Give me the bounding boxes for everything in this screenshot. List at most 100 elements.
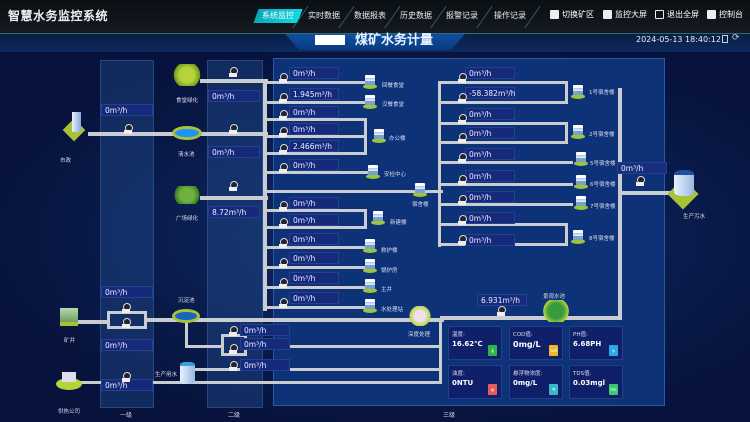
building-icon — [362, 75, 378, 89]
copy-icon[interactable] — [722, 35, 728, 43]
sensor-value: 16.62℃ — [452, 340, 483, 348]
flowmeter-icon[interactable] — [279, 298, 288, 308]
dorm-label: 2号宿舍楼 — [589, 132, 615, 138]
flowmeter-icon[interactable] — [122, 318, 131, 328]
flow-readout: 0m³/h — [465, 170, 515, 182]
flowmeter-icon[interactable] — [458, 133, 467, 143]
sensor-value: 6.68PH — [573, 340, 602, 348]
flowmeter-icon[interactable] — [229, 124, 238, 134]
flow-readout: 0m³/h — [289, 233, 339, 245]
console-button[interactable]: 控制台 — [707, 9, 743, 20]
flow-readout: 0m³/h — [101, 104, 153, 116]
tab-history-data[interactable]: 历史数据 — [400, 11, 432, 20]
building-icon — [370, 211, 386, 225]
flowmeter-icon[interactable] — [279, 110, 288, 120]
tds-icon: tds — [609, 384, 618, 395]
flow-readout: 0m³/h — [240, 324, 290, 336]
flowmeter-icon[interactable] — [279, 258, 288, 268]
tab-realtime-data[interactable]: 实时数据 — [308, 11, 340, 20]
building-label: 宿舍楼 — [412, 202, 429, 208]
flowmeter-icon[interactable] — [279, 278, 288, 288]
monitor-screen-button[interactable]: 监控大屏 — [603, 9, 647, 20]
settling-pool-icon — [172, 309, 200, 323]
settling-pool-label: 沉淀池 — [178, 298, 195, 304]
exit-fullscreen-icon — [655, 10, 664, 19]
exit-fullscreen-button[interactable]: 退出全屏 — [655, 9, 699, 20]
deep-treatment-label: 深度处理 — [408, 332, 431, 338]
flask-icon: ⚗ — [549, 384, 558, 395]
flowmeter-icon[interactable] — [279, 127, 288, 137]
tab-operation-records[interactable]: 操作记录 — [494, 11, 526, 20]
flowmeter-icon[interactable] — [279, 73, 288, 83]
flowmeter-icon[interactable] — [458, 114, 467, 124]
flowmeter-icon[interactable] — [458, 215, 467, 225]
flow-readout: 0m³/h — [240, 338, 290, 350]
flow-readout: 0m³/h — [465, 212, 515, 224]
flowmeter-icon[interactable] — [279, 163, 288, 173]
heating-company-label: 供热公司 — [58, 409, 81, 415]
flowmeter-icon[interactable] — [458, 153, 467, 163]
flow-readout: 0m³/h — [465, 148, 515, 160]
building-label: 办公楼 — [389, 136, 406, 142]
home-icon — [550, 10, 559, 19]
flowmeter-icon[interactable] — [279, 93, 288, 103]
thermometer-icon: 🌡 — [488, 345, 497, 356]
tab-data-report[interactable]: 数据报表 — [354, 11, 386, 20]
switch-mine-button[interactable]: 切换矿区 — [550, 9, 594, 20]
building-icon — [412, 183, 428, 197]
landscape-pool-label: 景观水池 — [543, 294, 566, 300]
dorm-label: 7号宿舍楼 — [590, 204, 616, 210]
flowmeter-icon[interactable] — [229, 361, 238, 371]
sensor-value: 0.03mgl — [573, 379, 605, 387]
flowmeter-icon[interactable] — [458, 73, 467, 83]
flowmeter-icon[interactable] — [229, 344, 238, 354]
building-icon — [362, 259, 378, 273]
flowmeter-icon[interactable] — [458, 195, 467, 205]
level1-label: 一级 — [120, 412, 133, 419]
flowmeter-icon[interactable] — [636, 176, 645, 186]
building-label: 主井 — [381, 287, 393, 293]
flowmeter-icon[interactable] — [124, 124, 133, 134]
flowmeter-icon[interactable] — [279, 201, 288, 211]
building-icon — [570, 125, 586, 139]
flow-readout: 2.466m³/h — [289, 140, 339, 152]
flowmeter-icon[interactable] — [122, 303, 131, 313]
flowmeter-icon[interactable] — [458, 235, 467, 245]
sensor-card-turbidity: 浊度:0NTU◍ — [448, 365, 502, 399]
flow-readout: -58.382m³/h — [465, 87, 516, 99]
tab-system-monitor[interactable]: 系统监控 — [253, 9, 303, 23]
flowmeter-icon[interactable] — [279, 238, 288, 248]
dorm-label: 8号宿舍楼 — [589, 236, 615, 242]
building-icon — [362, 299, 378, 313]
top-bar — [0, 0, 750, 34]
refresh-icon[interactable]: ⟳ — [732, 33, 740, 43]
flow-readout: 0m³/h — [289, 123, 339, 135]
production-sewage-tank-icon — [674, 170, 694, 196]
flow-readout: 0m³/h — [465, 234, 515, 246]
sensor-label: PH值: — [573, 332, 588, 338]
tab-alarm-records[interactable]: 报警记录 — [446, 11, 478, 20]
mine-well-icon — [60, 308, 78, 326]
flowmeter-icon[interactable] — [279, 218, 288, 228]
deep-treatment-icon — [406, 306, 434, 326]
level2-label: 二级 — [228, 412, 241, 419]
flowmeter-icon[interactable] — [229, 181, 238, 191]
tool-label: 监控大屏 — [615, 10, 647, 19]
flowmeter-icon[interactable] — [279, 144, 288, 154]
flowmeter-icon[interactable] — [497, 306, 506, 316]
flowmeter-icon[interactable] — [229, 326, 238, 336]
tool-label: 切换矿区 — [562, 10, 594, 19]
menu-icon — [707, 10, 716, 19]
sensor-card-ph: PH值:6.68PH◎ — [569, 326, 623, 360]
heating-company-icon — [56, 372, 82, 390]
building-icon — [573, 196, 589, 210]
building-label: 救护楼 — [381, 248, 398, 254]
flowmeter-icon[interactable] — [122, 372, 131, 382]
flow-readout: 1.945m³/h — [289, 88, 339, 100]
flowmeter-icon[interactable] — [229, 67, 238, 77]
dorm-label: 6号宿舍楼 — [590, 182, 616, 188]
flowmeter-icon[interactable] — [458, 175, 467, 185]
flowmeter-icon[interactable] — [458, 93, 467, 103]
flow-readout: 0m³/h — [465, 67, 515, 79]
